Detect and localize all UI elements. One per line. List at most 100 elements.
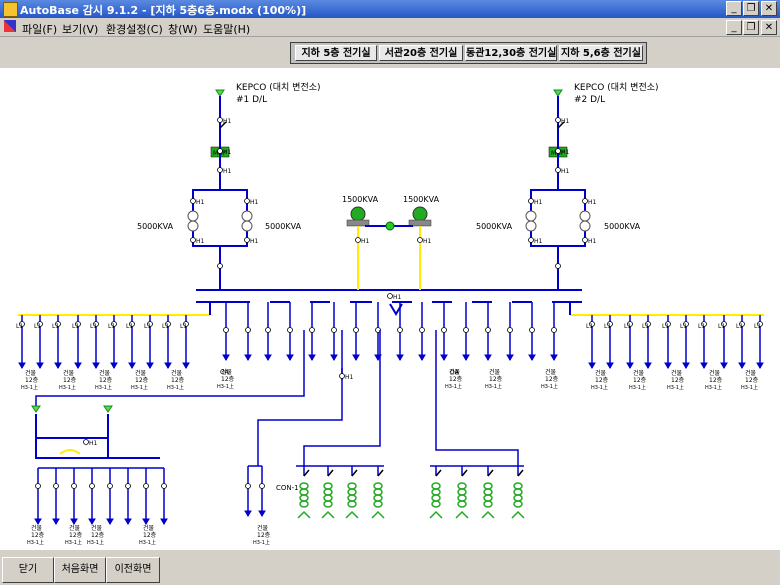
low-breaker-label: L1 bbox=[52, 323, 59, 330]
low-breaker-label: L1 bbox=[144, 323, 151, 330]
child-close-button[interactable]: ✕ bbox=[761, 20, 777, 35]
restore-button[interactable]: ❐ bbox=[743, 1, 759, 16]
minimize-button[interactable]: _ bbox=[726, 1, 742, 16]
menu-help[interactable]: 도움말(H) bbox=[203, 23, 251, 36]
low-breaker-label: L1 bbox=[698, 323, 705, 330]
low-breaker-label: L1 bbox=[108, 323, 115, 330]
feeder-label: 건물 bbox=[671, 369, 683, 377]
home-button[interactable]: 처음화면 bbox=[54, 557, 106, 583]
gen2-rating: 1500KVA bbox=[403, 195, 440, 204]
feeder-label: 12층 bbox=[545, 375, 559, 383]
node bbox=[265, 327, 271, 333]
node bbox=[683, 321, 689, 327]
breaker-label: H1 bbox=[561, 149, 570, 156]
feeder-label: 12층 bbox=[143, 531, 157, 539]
load-coil bbox=[347, 482, 357, 490]
feeder-label: 건물 bbox=[545, 368, 557, 376]
feeder-label: 건물 bbox=[709, 369, 721, 377]
prev-button[interactable]: 이전화면 bbox=[106, 557, 160, 583]
feeder-label: 건물 bbox=[25, 369, 37, 377]
tr1-rating: 5000KVA bbox=[137, 222, 174, 231]
feeder-label: H3-1上 bbox=[87, 539, 104, 546]
node bbox=[71, 483, 77, 489]
arrow-head bbox=[74, 362, 82, 369]
switch-contact bbox=[303, 469, 310, 477]
low-breaker-label: L1 bbox=[662, 323, 669, 330]
arrow-head bbox=[146, 362, 154, 369]
tab-west20[interactable]: 서관20층 전기실 bbox=[379, 45, 463, 61]
load-coil bbox=[323, 494, 333, 502]
breaker-label: H1 bbox=[561, 118, 570, 125]
feeder-label: H3-1上 bbox=[167, 384, 184, 391]
node bbox=[555, 263, 561, 269]
node bbox=[627, 321, 633, 327]
node bbox=[355, 237, 361, 243]
breaker-label: H1 bbox=[588, 238, 597, 245]
arrow-head bbox=[418, 354, 426, 361]
arrow-head bbox=[664, 362, 672, 369]
feeder-label: H3-1上 bbox=[741, 384, 758, 391]
low-breaker-label: L1 bbox=[90, 323, 97, 330]
feeder-label: H3-1上 bbox=[445, 383, 462, 390]
incoming-triangle bbox=[31, 405, 41, 413]
arrow-head bbox=[124, 518, 132, 525]
tab-b5[interactable]: 지하 5층 전기실 bbox=[295, 45, 377, 61]
arrow-head bbox=[352, 354, 360, 361]
load-coil bbox=[483, 494, 493, 502]
down-feed-1 bbox=[35, 330, 305, 408]
node bbox=[19, 321, 25, 327]
node bbox=[147, 321, 153, 327]
node bbox=[757, 321, 763, 327]
arrow-head bbox=[258, 510, 266, 517]
node bbox=[244, 198, 250, 204]
low-breaker-label: L1 bbox=[162, 323, 169, 330]
arrow-head bbox=[52, 518, 60, 525]
close-window-button[interactable]: ✕ bbox=[761, 1, 777, 16]
child-minimize-button[interactable]: _ bbox=[726, 20, 742, 35]
child-restore-button[interactable]: ❐ bbox=[743, 20, 759, 35]
load-coil bbox=[431, 500, 441, 508]
node bbox=[223, 327, 229, 333]
node bbox=[183, 321, 189, 327]
menu-settings[interactable]: 환경설정(C) bbox=[106, 23, 163, 36]
close-button[interactable]: 닫기 bbox=[2, 557, 54, 583]
menu-window[interactable]: 창(W) bbox=[168, 23, 198, 36]
arrow-head bbox=[106, 518, 114, 525]
node bbox=[555, 148, 561, 154]
node bbox=[528, 237, 534, 243]
switch-contact bbox=[351, 469, 358, 477]
feeder-label: 12층 bbox=[91, 531, 105, 539]
feeder-label: 12층 bbox=[135, 376, 149, 384]
arrow-head bbox=[54, 362, 62, 369]
breaker-label: H1 bbox=[250, 238, 259, 245]
arrow-head bbox=[244, 510, 252, 517]
transformer-coil bbox=[241, 220, 253, 232]
node bbox=[582, 237, 588, 243]
feeder-label: 12층 bbox=[671, 376, 685, 384]
low-breaker-label: L1 bbox=[754, 323, 761, 330]
feeder-label: H3-1上 bbox=[253, 539, 270, 546]
low-breaker-label: L1 bbox=[34, 323, 41, 330]
load-coil bbox=[457, 482, 467, 490]
feeder-label: 12층 bbox=[69, 531, 83, 539]
document-icon[interactable] bbox=[4, 20, 16, 32]
transformer-coil bbox=[187, 210, 199, 222]
tab-east12-30[interactable]: 동관12,30층 전기실 bbox=[465, 45, 557, 61]
menu-bar: 파일(F) 보기(V) 환경설정(C) 창(W) 도움말(H) _ ❐ ✕ bbox=[0, 18, 780, 37]
load-coil bbox=[513, 482, 523, 490]
menu-file[interactable]: 파일(F) bbox=[22, 23, 58, 36]
menu-view[interactable]: 보기(V) bbox=[62, 23, 99, 36]
tr3-rating: 5000KVA bbox=[476, 222, 513, 231]
load-coil bbox=[347, 500, 357, 508]
load-coil bbox=[457, 488, 467, 496]
breaker-label: H1 bbox=[345, 374, 354, 381]
node bbox=[582, 198, 588, 204]
feeder-label: 12층 bbox=[25, 376, 39, 384]
feeder-label: H3-1上 bbox=[139, 539, 156, 546]
node bbox=[190, 198, 196, 204]
tab-b5-6[interactable]: 지하 5,6층 전기실 bbox=[559, 45, 643, 61]
node bbox=[259, 483, 265, 489]
low-breaker-label: L1 bbox=[718, 323, 725, 330]
node bbox=[217, 148, 223, 154]
